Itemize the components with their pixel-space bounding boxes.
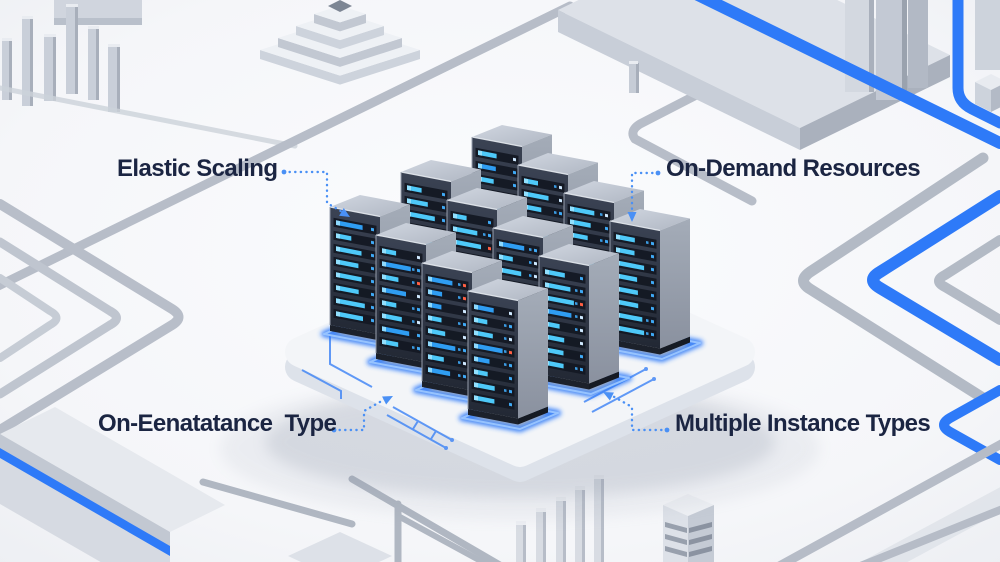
arrowhead [603, 392, 614, 401]
server-rack [529, 244, 633, 398]
arrowhead [339, 207, 350, 217]
connector-elastic-scaling [282, 170, 346, 215]
bottom-slab [0, 407, 392, 562]
circuit-traces [301, 336, 656, 450]
stepped-structure [260, 0, 420, 85]
label-elastic-scaling: Elastic Scaling [117, 155, 278, 182]
right-chevrons [798, 152, 1000, 465]
connector-instance-type [332, 396, 389, 432]
connector-endpoints [281, 169, 670, 433]
connectors [282, 170, 669, 432]
small-cube [975, 74, 1000, 112]
server-rack-group [320, 125, 704, 433]
pillar-group [2, 4, 120, 112]
label-on-demand-resources: On-Demand Resources [666, 155, 921, 182]
path-line [0, 1, 575, 291]
small-pillar [629, 61, 639, 93]
slotted-tower [663, 494, 714, 562]
blue-path-group [694, 0, 1000, 149]
bottom-right-lines [777, 439, 1000, 562]
label-instance-type: On-Eenatatance Type [98, 410, 337, 437]
arrowhead [627, 212, 637, 222]
arrowhead [382, 396, 393, 405]
ground-line [0, 85, 298, 149]
label-multiple-instance-types: Multiple Instance Types [675, 410, 931, 437]
server-rack [600, 209, 704, 363]
path-corner [628, 85, 757, 206]
connector-multiple-types [607, 392, 669, 432]
server-rack [458, 279, 562, 433]
left-chevrons [0, 199, 184, 435]
